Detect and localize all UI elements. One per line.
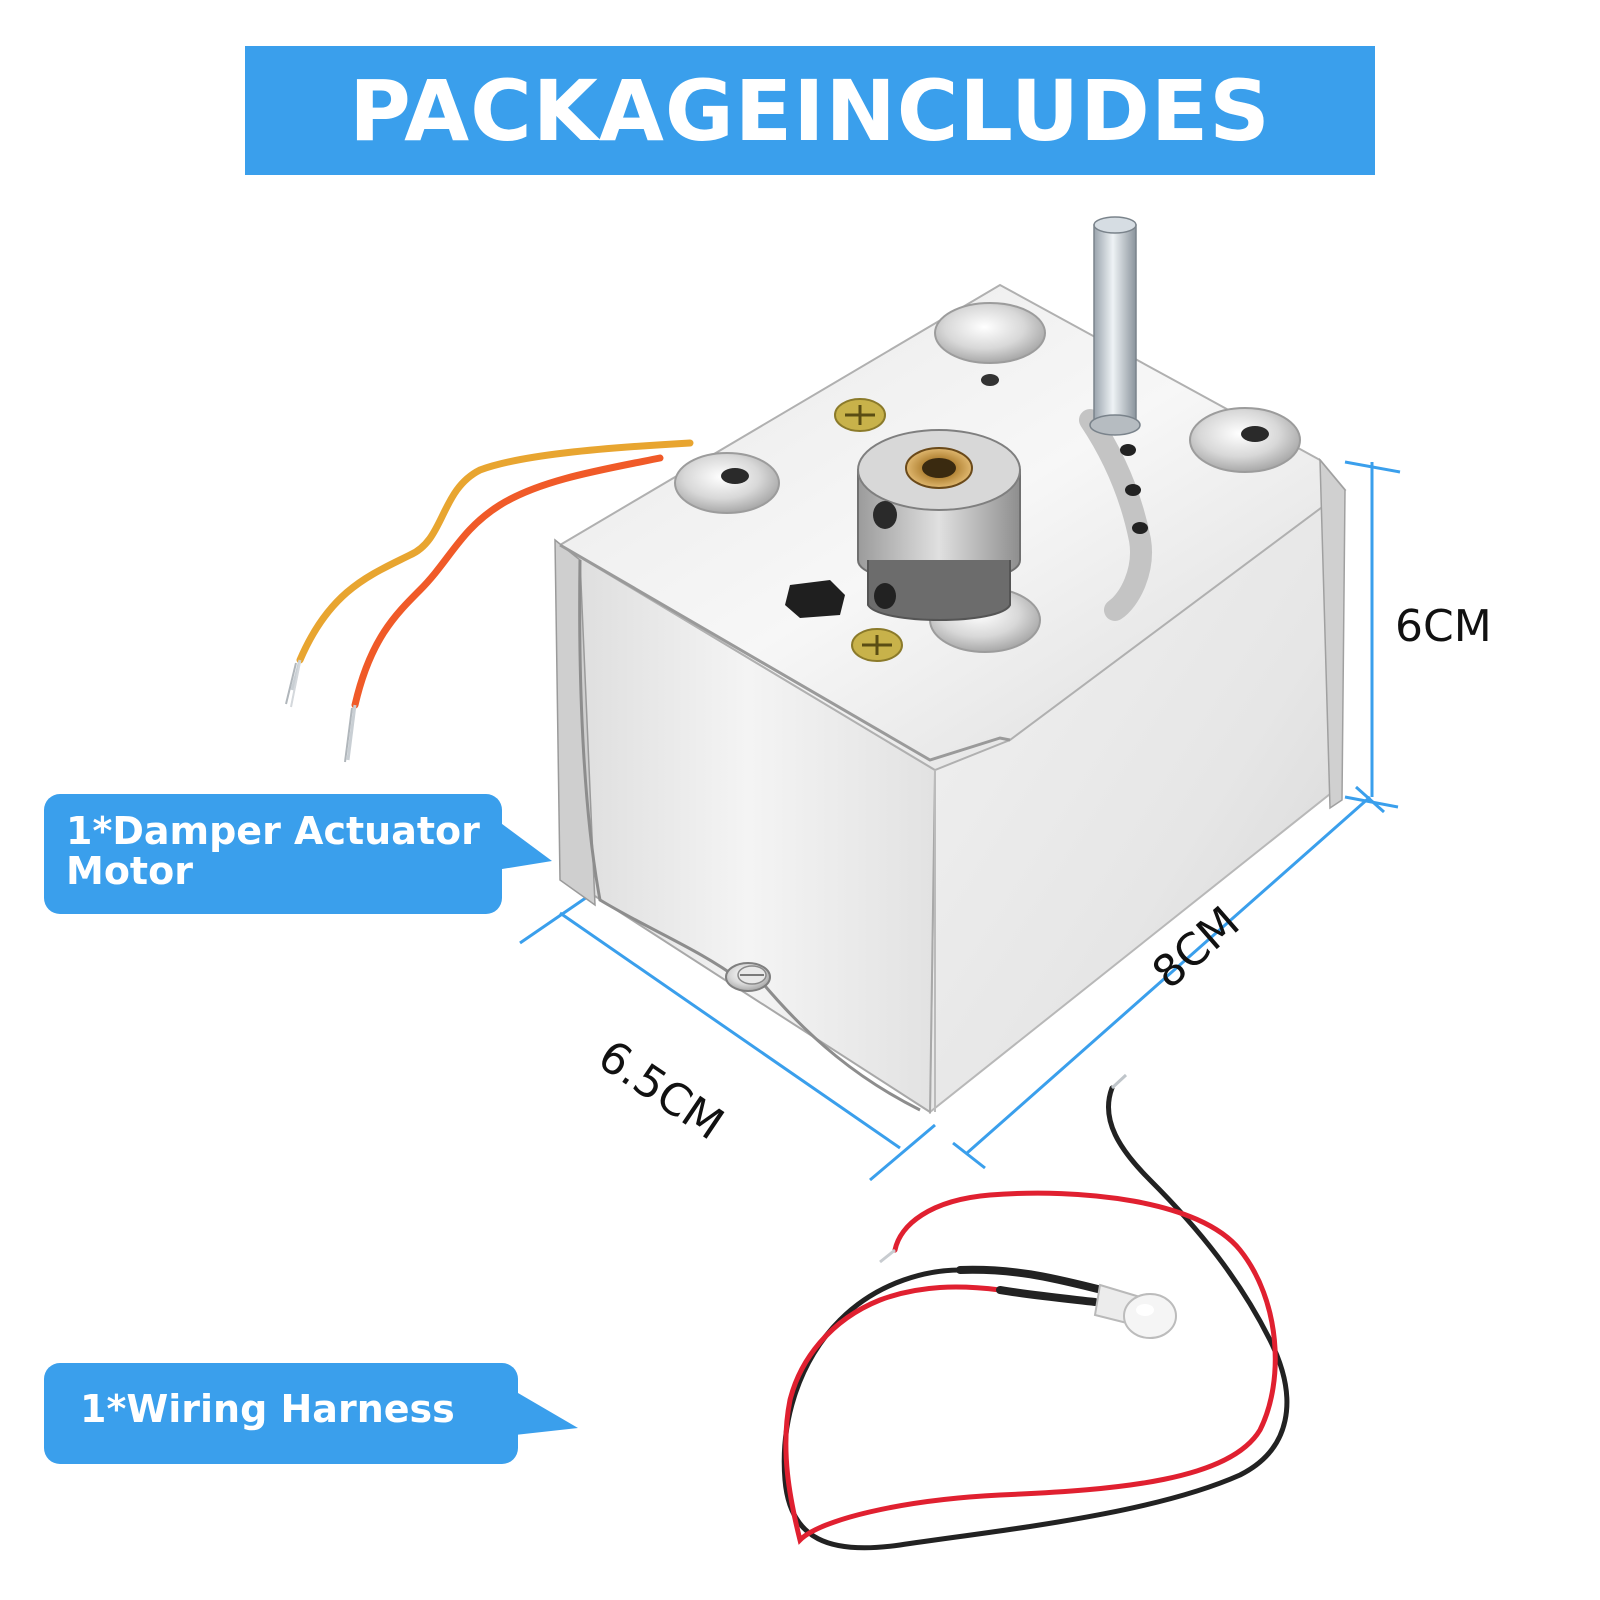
top-slot <box>785 580 845 618</box>
front-screw <box>725 962 771 992</box>
callout-motor-label: 1*Damper Actuator Motor <box>66 809 480 893</box>
callout-motor-box: 1*Damper Actuator Motor <box>44 794 502 914</box>
motor-lead-wires <box>285 439 694 763</box>
callout-harness-box: 1*Wiring Harness <box>44 1363 518 1464</box>
dimension-lines <box>519 460 1401 1182</box>
title-banner: PACKAGEINCLUDES <box>245 46 1375 175</box>
led-bulb <box>1093 1283 1177 1339</box>
gold-screws <box>834 398 903 662</box>
output-shaft <box>1089 216 1141 436</box>
dimension-height-label: 6CM <box>1395 601 1492 652</box>
wiring-harness <box>781 1073 1290 1551</box>
callout-harness-tail <box>506 1386 578 1436</box>
callout-motor-tail <box>490 815 552 871</box>
crank-arm <box>1079 409 1152 621</box>
shaft-collar <box>857 429 1021 621</box>
page-title: PACKAGEINCLUDES <box>349 61 1271 160</box>
callout-harness-label: 1*Wiring Harness <box>80 1387 455 1431</box>
